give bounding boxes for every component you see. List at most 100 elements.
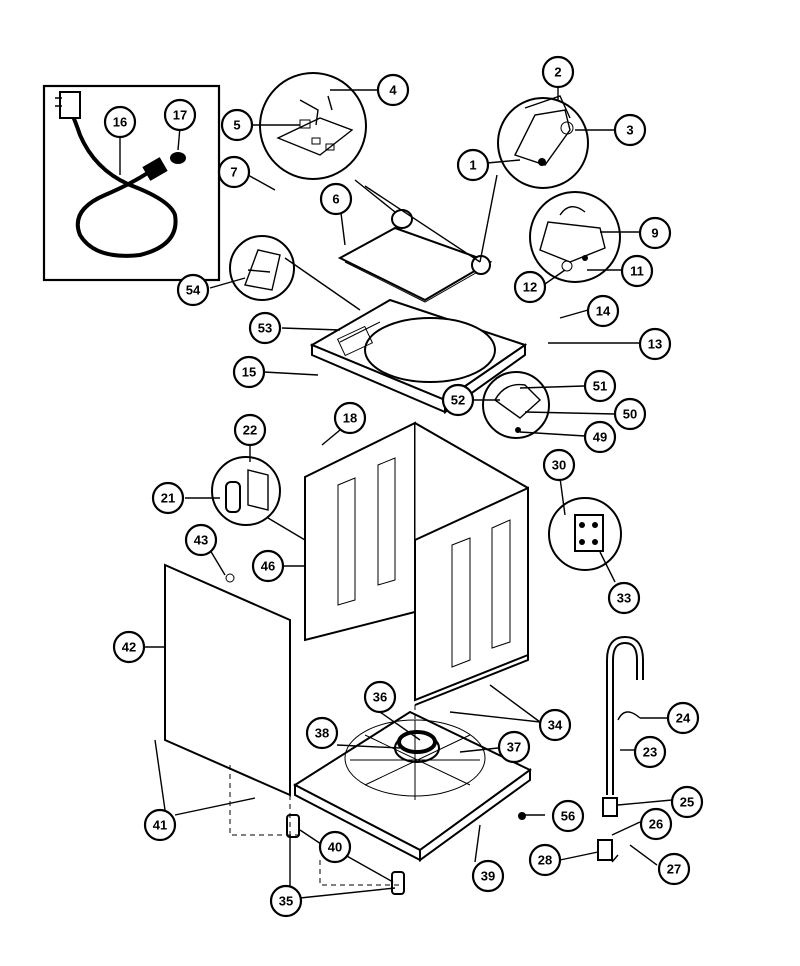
lid-switch-detail <box>259 72 367 180</box>
callout-label: 42 <box>122 640 136 655</box>
callout-label: 51 <box>593 379 607 394</box>
front-panel <box>164 563 291 797</box>
callout-label: 39 <box>481 869 495 884</box>
timer-bracket-detail <box>497 95 589 189</box>
callout-39: 40 <box>318 830 352 864</box>
callout-label: 7 <box>230 165 237 180</box>
callout-label: 56 <box>561 809 575 824</box>
callout-37: 38 <box>305 716 339 750</box>
callout-label: 52 <box>451 393 465 408</box>
callout-38: 39 <box>471 859 505 893</box>
callout-51: 51 <box>583 369 617 403</box>
callout-label: 38 <box>315 726 329 741</box>
callout-14: 14 <box>586 294 620 328</box>
callout-label: 5 <box>233 118 240 133</box>
callout-label: 12 <box>523 280 537 295</box>
callout-17: 17 <box>163 98 197 132</box>
callout-label: 3 <box>626 123 633 138</box>
callout-25: 25 <box>670 785 704 819</box>
switch-detail <box>482 371 550 439</box>
callout-23: 23 <box>633 735 667 769</box>
top-panel <box>309 298 528 414</box>
callout-label: 27 <box>667 862 681 877</box>
callout-label: 33 <box>617 591 631 606</box>
callout-42: 42 <box>112 630 146 664</box>
callout-46: 46 <box>251 549 285 583</box>
callout-label: 15 <box>242 365 256 380</box>
callout-label: 41 <box>153 818 167 833</box>
callout-label: 37 <box>507 740 521 755</box>
callout-27: 27 <box>657 852 691 886</box>
callout-52: 52 <box>441 383 475 417</box>
pump-detail <box>548 497 622 571</box>
callout-label: 23 <box>643 745 657 760</box>
callout-label: 34 <box>548 718 563 733</box>
callout-54: 54 <box>176 273 210 307</box>
callout-2: 2 <box>541 55 575 89</box>
callout-9: 9 <box>638 216 672 250</box>
callout-30: 30 <box>542 448 576 482</box>
callout-7: 7 <box>217 155 251 189</box>
callout-label: 17 <box>173 108 187 123</box>
callout-label: 26 <box>649 817 663 832</box>
callout-label: 28 <box>538 853 552 868</box>
callout-28: 28 <box>528 843 562 877</box>
callout-label: 24 <box>676 711 691 726</box>
callout-15: 15 <box>232 355 266 389</box>
callout-label: 30 <box>552 458 566 473</box>
callout-label: 50 <box>623 407 637 422</box>
callout-3: 3 <box>613 113 647 147</box>
drain-hose <box>597 635 644 863</box>
callout-label: 4 <box>389 83 397 98</box>
base-frame <box>292 710 532 862</box>
callout-11: 11 <box>620 254 654 288</box>
callout-label: 9 <box>651 226 658 241</box>
callout-label: 18 <box>343 411 357 426</box>
callout-label: 6 <box>332 192 339 207</box>
cabinet <box>304 421 529 706</box>
callout-label: 43 <box>194 533 208 548</box>
valve-detail <box>529 191 621 283</box>
callout-label: 22 <box>243 423 257 438</box>
callout-24: 24 <box>666 701 700 735</box>
washer-lid <box>337 209 493 303</box>
callout-label: 16 <box>113 115 127 130</box>
callout-label: 25 <box>680 795 694 810</box>
callout-41: 41 <box>143 808 177 842</box>
callout-5: 5 <box>220 108 254 142</box>
callout-1: 1 <box>456 148 490 182</box>
callout-label: 14 <box>596 304 611 319</box>
callout-56: 56 <box>551 799 585 833</box>
callout-18: 18 <box>333 401 367 435</box>
capacitor-detail <box>211 456 281 526</box>
callout-4: 4 <box>376 73 410 107</box>
callout-43: 43 <box>184 523 218 557</box>
callout-22: 22 <box>233 413 267 447</box>
callout-50: 50 <box>613 397 647 431</box>
callout-label: 21 <box>161 491 175 506</box>
callout-33: 33 <box>607 581 641 615</box>
callout-label: 49 <box>593 430 607 445</box>
callout-label: 11 <box>630 264 644 279</box>
callout-16: 16 <box>103 105 137 139</box>
callout-26: 26 <box>639 807 673 841</box>
callout-34: 34 <box>538 708 572 742</box>
callout-40: 35 <box>269 884 303 918</box>
callout-label: 40 <box>328 840 342 855</box>
callout-21: 21 <box>151 481 185 515</box>
callout-label: 35 <box>279 894 293 909</box>
callout-12: 12 <box>513 270 547 304</box>
callout-label: 36 <box>373 690 387 705</box>
hinge-detail <box>229 235 295 301</box>
callout-53: 53 <box>248 311 282 345</box>
assembly-guides <box>229 705 416 886</box>
callout-label: 2 <box>554 65 561 80</box>
callout-label: 46 <box>261 559 275 574</box>
callout-49: 49 <box>583 420 617 454</box>
callout-label: 13 <box>648 337 662 352</box>
callout-35: 36 <box>363 680 397 714</box>
callout-13: 13 <box>638 327 672 361</box>
callout-label: 53 <box>258 321 272 336</box>
callout-6: 6 <box>319 182 353 216</box>
